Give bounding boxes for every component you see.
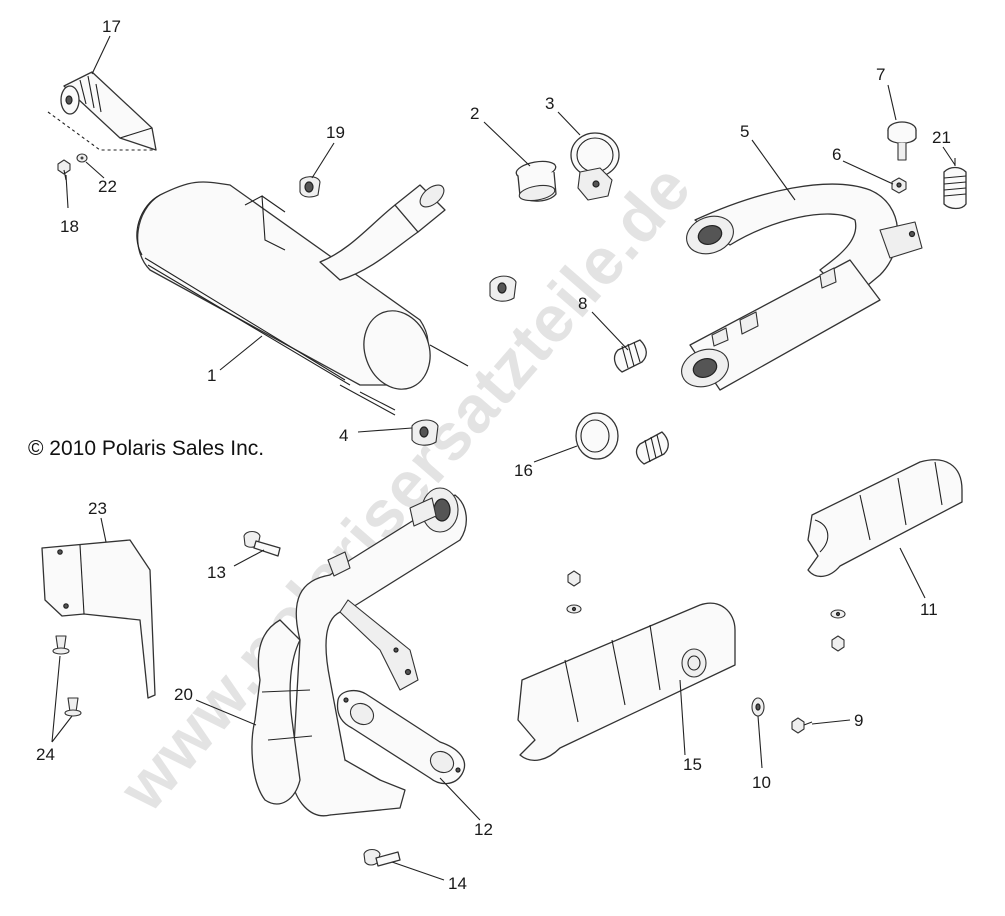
callout-9: 9 (854, 711, 863, 730)
copyright-text: © 2010 Polaris Sales Inc. (28, 437, 264, 460)
callout-2: 2 (470, 104, 479, 123)
callout-7: 7 (876, 65, 885, 84)
callout-numbers: 17 18 22 19 1 4 2 3 5 6 7 21 8 16 11 15 … (36, 17, 951, 893)
part-20-head-pipe (251, 487, 467, 817)
callout-23: 23 (88, 499, 107, 518)
callout-leaders (51, 35, 956, 881)
part-11-heat-shield (807, 459, 963, 577)
part-5-head-pipe (681, 183, 923, 391)
part-2-sleeve (515, 160, 557, 202)
callout-24: 24 (36, 745, 55, 764)
callout-10: 10 (752, 773, 771, 792)
part-18-screw (57, 159, 71, 181)
callout-14: 14 (448, 874, 467, 893)
part-13-bolt (243, 530, 281, 557)
callout-4: 4 (339, 426, 348, 445)
part-10-washer (751, 697, 765, 717)
part-15-hardware (566, 570, 582, 614)
callout-11: 11 (920, 600, 938, 619)
part-3-clamp (570, 132, 620, 201)
callout-1: 1 (207, 366, 216, 385)
callout-22: 22 (98, 177, 117, 196)
part-9-screw (791, 717, 813, 734)
callout-18: 18 (60, 217, 79, 236)
part-16-gasket (575, 412, 619, 460)
part-11-hardware (830, 609, 846, 652)
callout-13: 13 (207, 563, 226, 582)
part-8-spring (613, 339, 669, 465)
part-7-knob-bolt (887, 121, 917, 161)
callout-15: 15 (683, 755, 702, 774)
part-23-bracket (41, 539, 156, 699)
callout-21: 21 (932, 128, 951, 147)
part-6-nut (891, 177, 907, 194)
part-19-grommet (299, 176, 321, 198)
part-12-exhaust-gasket (336, 689, 466, 785)
part-1-muffler (136, 181, 469, 416)
callout-12: 12 (474, 820, 493, 839)
part-17-spark-arrestor (47, 71, 157, 151)
callout-3: 3 (545, 94, 554, 113)
part-24-push-pin (52, 635, 82, 717)
callout-6: 6 (832, 145, 841, 164)
callout-8: 8 (578, 294, 587, 313)
callout-5: 5 (740, 122, 749, 141)
callout-17: 17 (102, 17, 121, 36)
part-4-grommet (411, 275, 517, 446)
callout-19: 19 (326, 123, 345, 142)
part-15-heat-shield (517, 602, 736, 761)
callout-16: 16 (514, 461, 533, 480)
part-21-spring (943, 158, 967, 210)
callout-20: 20 (174, 685, 193, 704)
part-14-bolt (363, 848, 401, 867)
part-22-washer (76, 153, 88, 163)
